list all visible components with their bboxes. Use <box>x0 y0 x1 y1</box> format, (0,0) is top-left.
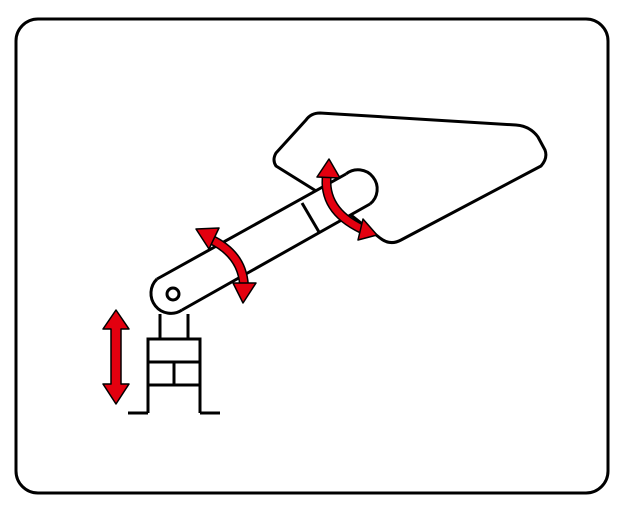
elbow-divider <box>300 202 321 233</box>
frame <box>14 17 610 495</box>
end-effector-plate <box>272 111 548 245</box>
base-pivot-pin <box>165 286 181 302</box>
vertical-lift-arrow <box>102 309 130 405</box>
wrist-link <box>345 168 379 206</box>
wrist-rotation-arrow <box>316 158 378 241</box>
vertical-slide-base <box>128 314 220 415</box>
lower-arm <box>156 172 371 312</box>
elbow-rotation-arrow <box>195 227 257 304</box>
